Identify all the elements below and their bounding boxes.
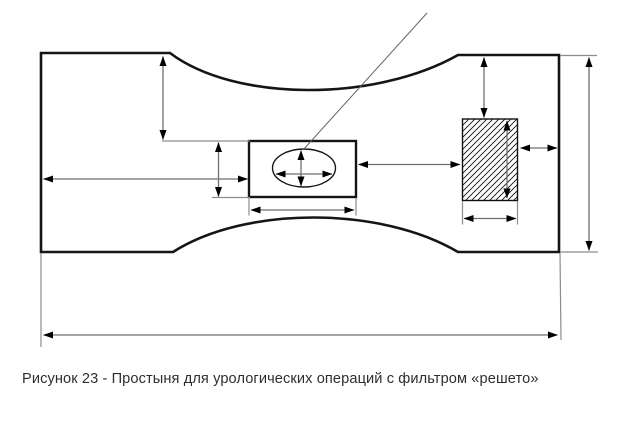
- fenestration-window: [247, 139, 358, 199]
- leader-line: [302, 12, 428, 151]
- sheet-outline: [39, 51, 561, 254]
- oval-aperture: [271, 148, 337, 188]
- sieve-filter: [461, 118, 519, 202]
- figure-caption: Рисунок 23 - Простыня для урологических …: [22, 371, 539, 387]
- dimension-lines: [43, 56, 593, 339]
- extension-lines: [40, 54, 598, 347]
- technical-drawing: [39, 12, 598, 347]
- ext-right-bottom-down: [559, 252, 562, 341]
